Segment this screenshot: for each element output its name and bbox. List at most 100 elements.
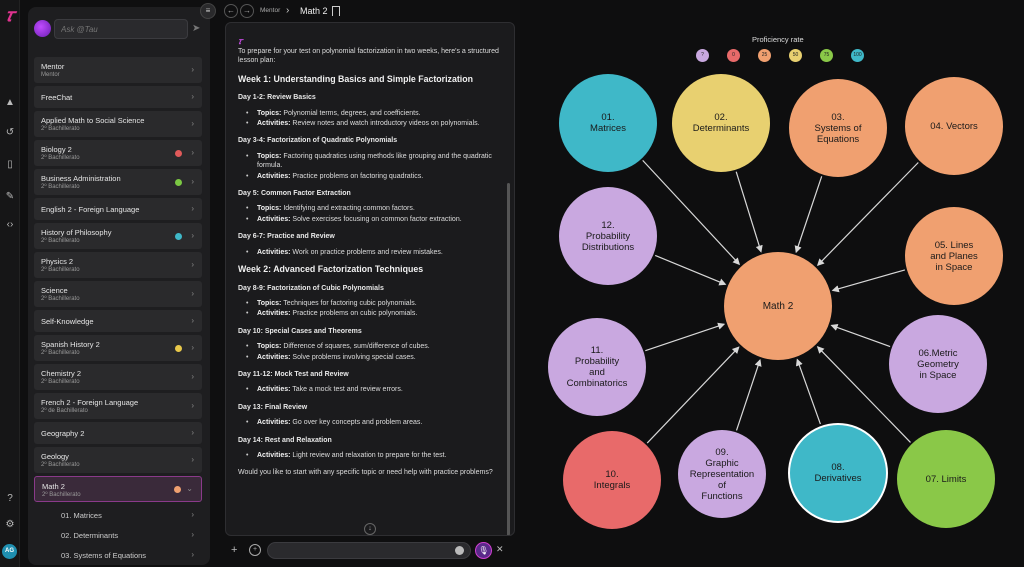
topic-node-vectors[interactable]: 04. Vectors: [905, 77, 1003, 175]
edge-metric-geometry: [830, 324, 891, 348]
topic-item[interactable]: 01. Matrices›: [34, 505, 202, 525]
topic-item[interactable]: 02. Determinants›: [34, 525, 202, 545]
course-level: Mentor: [41, 72, 60, 78]
course-item[interactable]: Self-Knowledge ›: [34, 310, 202, 332]
breadcrumb-current: Math 2: [300, 6, 328, 16]
chevron-right-icon[interactable]: ›: [191, 260, 194, 269]
emoji-icon[interactable]: [455, 546, 464, 555]
chevron-right-icon[interactable]: ›: [191, 316, 194, 325]
chevron-right-icon[interactable]: ›: [191, 65, 194, 74]
chevron-right-icon[interactable]: ›: [191, 372, 194, 381]
chevron-right-icon[interactable]: ›: [191, 343, 194, 352]
course-name: Business Administration: [41, 174, 121, 183]
chevron-right-icon[interactable]: ›: [191, 204, 194, 213]
course-name: Physics 2: [41, 257, 74, 266]
course-item[interactable]: Geography 2 ›: [34, 422, 202, 444]
chevron-right-icon[interactable]: ›: [191, 550, 194, 559]
chat-scrollbar[interactable]: [507, 183, 510, 535]
forward-button[interactable]: →: [240, 4, 254, 18]
edit-icon[interactable]: ✎: [5, 191, 15, 202]
ask-input[interactable]: [54, 19, 188, 39]
item-value: Polynomial terms, degrees, and coefficie…: [281, 109, 421, 117]
composer: + + 🎙 ✕: [225, 541, 515, 561]
left-rail: 𝜏 ▲ ↺ ▯ ✎ ‹› ? ⚙ AG: [0, 0, 20, 567]
back-button[interactable]: ←: [224, 4, 238, 18]
course-item[interactable]: English 2 - Foreign Language›: [34, 198, 202, 220]
chevron-right-icon[interactable]: ›: [191, 119, 194, 128]
topic-node-derivatives[interactable]: 08.Derivatives: [788, 423, 888, 523]
item-key: Topics:: [257, 152, 282, 160]
chevron-right-icon[interactable]: ›: [191, 428, 194, 437]
chevron-right-icon[interactable]: ›: [191, 530, 194, 539]
user-avatar[interactable]: AG: [2, 544, 17, 559]
chevron-right-icon[interactable]: ›: [191, 231, 194, 240]
chevron-down-icon[interactable]: ⌄: [186, 484, 193, 493]
topic-item[interactable]: 03. Systems of Equations›: [34, 545, 202, 565]
list-item: Topics: Factoring quadratics using metho…: [238, 152, 500, 171]
courses-icon[interactable]: ▲: [5, 97, 15, 108]
collapse-sidebar-button[interactable]: ≡: [200, 3, 216, 19]
send-icon[interactable]: ➤: [192, 23, 201, 34]
proficiency-dot: [175, 150, 182, 157]
item-value: Take a mock test and review errors.: [290, 386, 403, 394]
day-heading: Day 5: Common Factor Extraction: [238, 190, 351, 198]
mute-icon[interactable]: ✕: [496, 544, 504, 554]
day-list: Topics: Techniques for factoring cubic p…: [238, 299, 500, 319]
breadcrumb-mentor[interactable]: Mentor: [260, 7, 281, 14]
scroll-down-button[interactable]: ↓: [364, 523, 376, 535]
chevron-right-icon[interactable]: ›: [191, 289, 194, 298]
legend-item: 25: [758, 49, 771, 62]
course-name: Geography 2: [41, 429, 85, 438]
bookmark-icon[interactable]: [332, 6, 340, 16]
chevron-right-icon[interactable]: ›: [191, 401, 194, 410]
chevron-right-icon[interactable]: ›: [191, 177, 194, 186]
day-heading: Day 6-7: Practice and Review: [238, 233, 335, 241]
message-input[interactable]: [267, 542, 471, 559]
mic-button[interactable]: 🎙: [475, 542, 492, 559]
day-list: Activities: Go over key concepts and pro…: [238, 418, 500, 428]
history-icon[interactable]: ↺: [5, 127, 15, 138]
list-item: Activities: Work on practice problems an…: [238, 248, 500, 258]
chevron-right-icon[interactable]: ›: [191, 455, 194, 464]
course-name: Self-Knowledge: [41, 317, 94, 326]
attach-icon[interactable]: +: [249, 544, 261, 556]
course-level: 2º Bachillerato: [42, 492, 81, 498]
chevron-right-icon[interactable]: ›: [191, 510, 194, 519]
graph-edges: [642, 159, 919, 444]
plus-icon[interactable]: +: [231, 544, 238, 556]
code-icon[interactable]: ‹›: [6, 219, 14, 230]
topic-node-matrices[interactable]: 01.Matrices: [559, 74, 657, 172]
topic-node-determinants[interactable]: 02.Determinants: [672, 74, 770, 172]
course-name: Mentor: [41, 62, 65, 71]
gear-icon[interactable]: ⚙: [5, 519, 15, 530]
help-icon[interactable]: ?: [7, 493, 13, 504]
chevron-right-icon[interactable]: ›: [191, 92, 194, 101]
bookmark-icon[interactable]: ▯: [7, 159, 13, 170]
topic-node-integrals[interactable]: 10.Integrals: [563, 431, 661, 529]
center-node-math-2[interactable]: Math 2: [724, 252, 832, 360]
chevron-right-icon[interactable]: ›: [191, 148, 194, 157]
course-item[interactable]: FreeChat›: [34, 86, 202, 108]
topic-node-limits[interactable]: 07. Limits: [897, 430, 995, 528]
